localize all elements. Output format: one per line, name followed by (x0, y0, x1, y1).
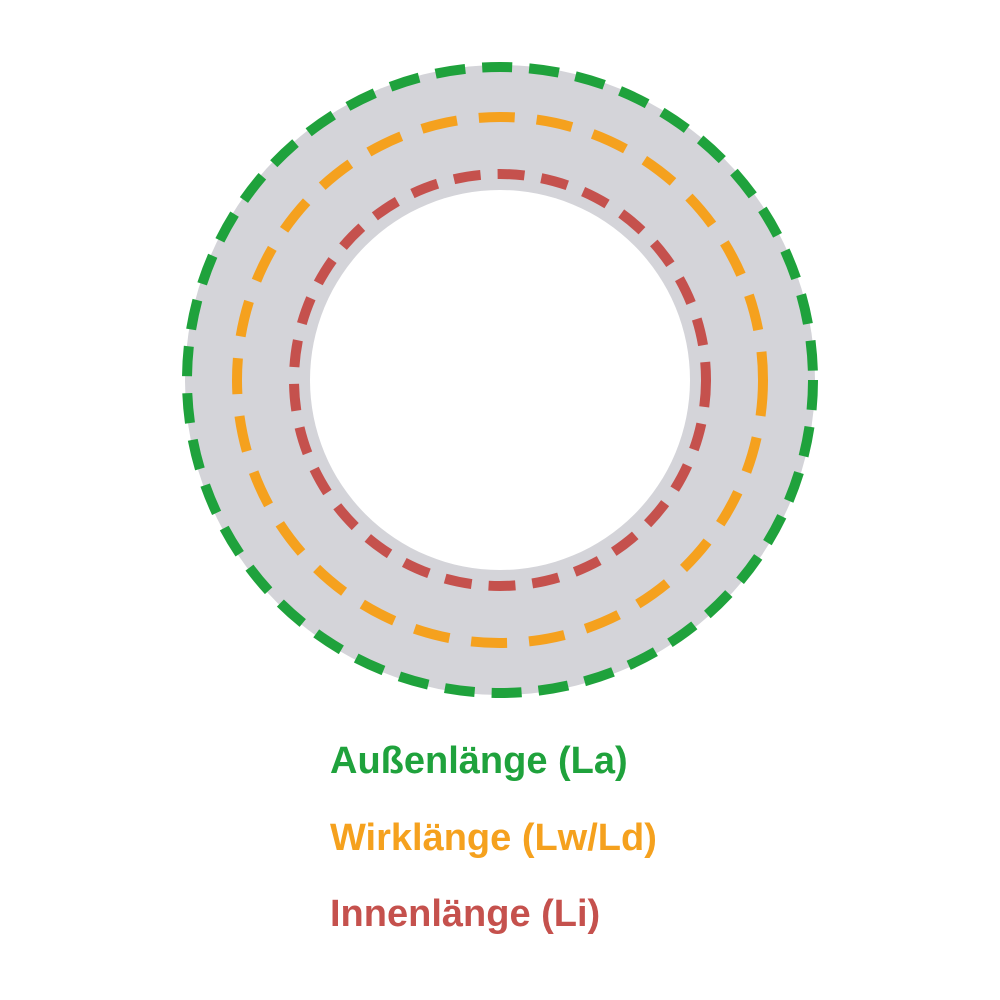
inner-length-circle (289, 169, 711, 591)
outer-length-label: Außenlänge (La) (330, 740, 628, 782)
effective-length-label: Wirklänge (Lw/Ld) (330, 817, 657, 859)
belt-hole (310, 190, 690, 570)
effective-length-circle (232, 112, 768, 648)
inner-length-label: Innenlänge (Li) (330, 893, 600, 935)
outer-length-circle (182, 62, 818, 698)
